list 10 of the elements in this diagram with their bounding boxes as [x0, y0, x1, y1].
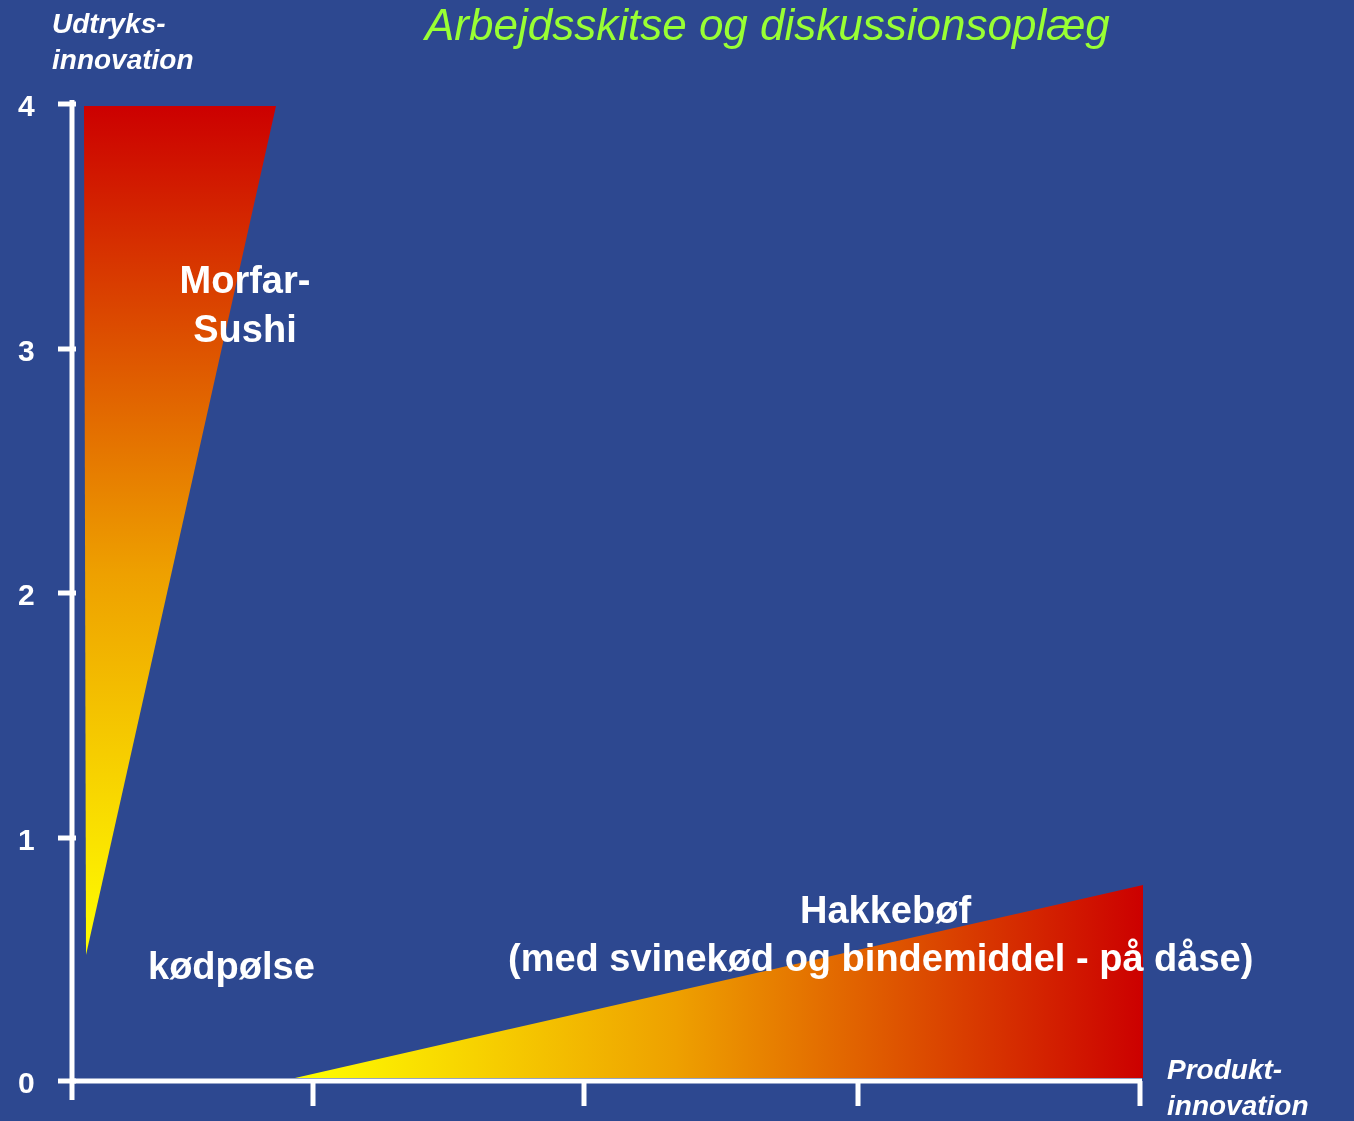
axis-label: Produkt- innovation: [1167, 1053, 1310, 1121]
tick-label: 4: [18, 88, 35, 124]
tick-label: 1: [18, 822, 35, 858]
tick-label: 3: [18, 333, 35, 369]
item-label: kødpølse: [148, 944, 315, 989]
tick-label: 2: [18, 577, 35, 613]
axis-label: Udtryks- innovation: [52, 7, 195, 78]
item-label: Hakkebøf: [800, 888, 972, 933]
tick-label: 0: [18, 1065, 35, 1101]
title: Arbejdsskitse og diskussionsoplæg: [425, 0, 1110, 50]
